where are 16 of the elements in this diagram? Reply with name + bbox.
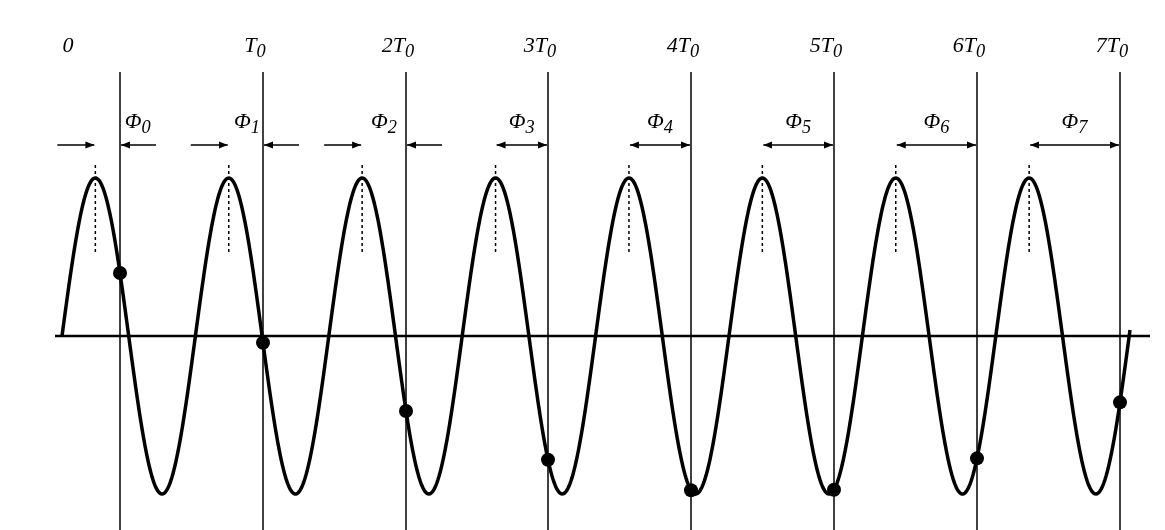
time-label: T$_{0}$ [244, 32, 266, 63]
phase-label: Φ$_{6}$ [923, 108, 950, 139]
phase-label: Φ$_{3}$ [508, 108, 535, 139]
time-label: 2T$_{0}$ [381, 32, 415, 63]
phase-label: Φ$_{7}$ [1061, 108, 1088, 139]
time-label: 7T$_{0}$ [1095, 32, 1129, 63]
phase-label: Φ$_{1}$ [234, 108, 260, 139]
phase-label: Φ$_{5}$ [785, 108, 812, 139]
phase-label: Φ$_{0}$ [124, 108, 151, 139]
time-label: 3T$_{0}$ [523, 32, 557, 63]
time-label: 6T$_{0}$ [952, 32, 986, 63]
time-label: 4T$_{0}$ [666, 32, 700, 63]
time-label: 0 [62, 32, 74, 58]
phase-label: Φ$_{4}$ [647, 108, 673, 139]
time-label: 5T$_{0}$ [809, 32, 843, 63]
phase-label: Φ$_{2}$ [371, 108, 397, 139]
